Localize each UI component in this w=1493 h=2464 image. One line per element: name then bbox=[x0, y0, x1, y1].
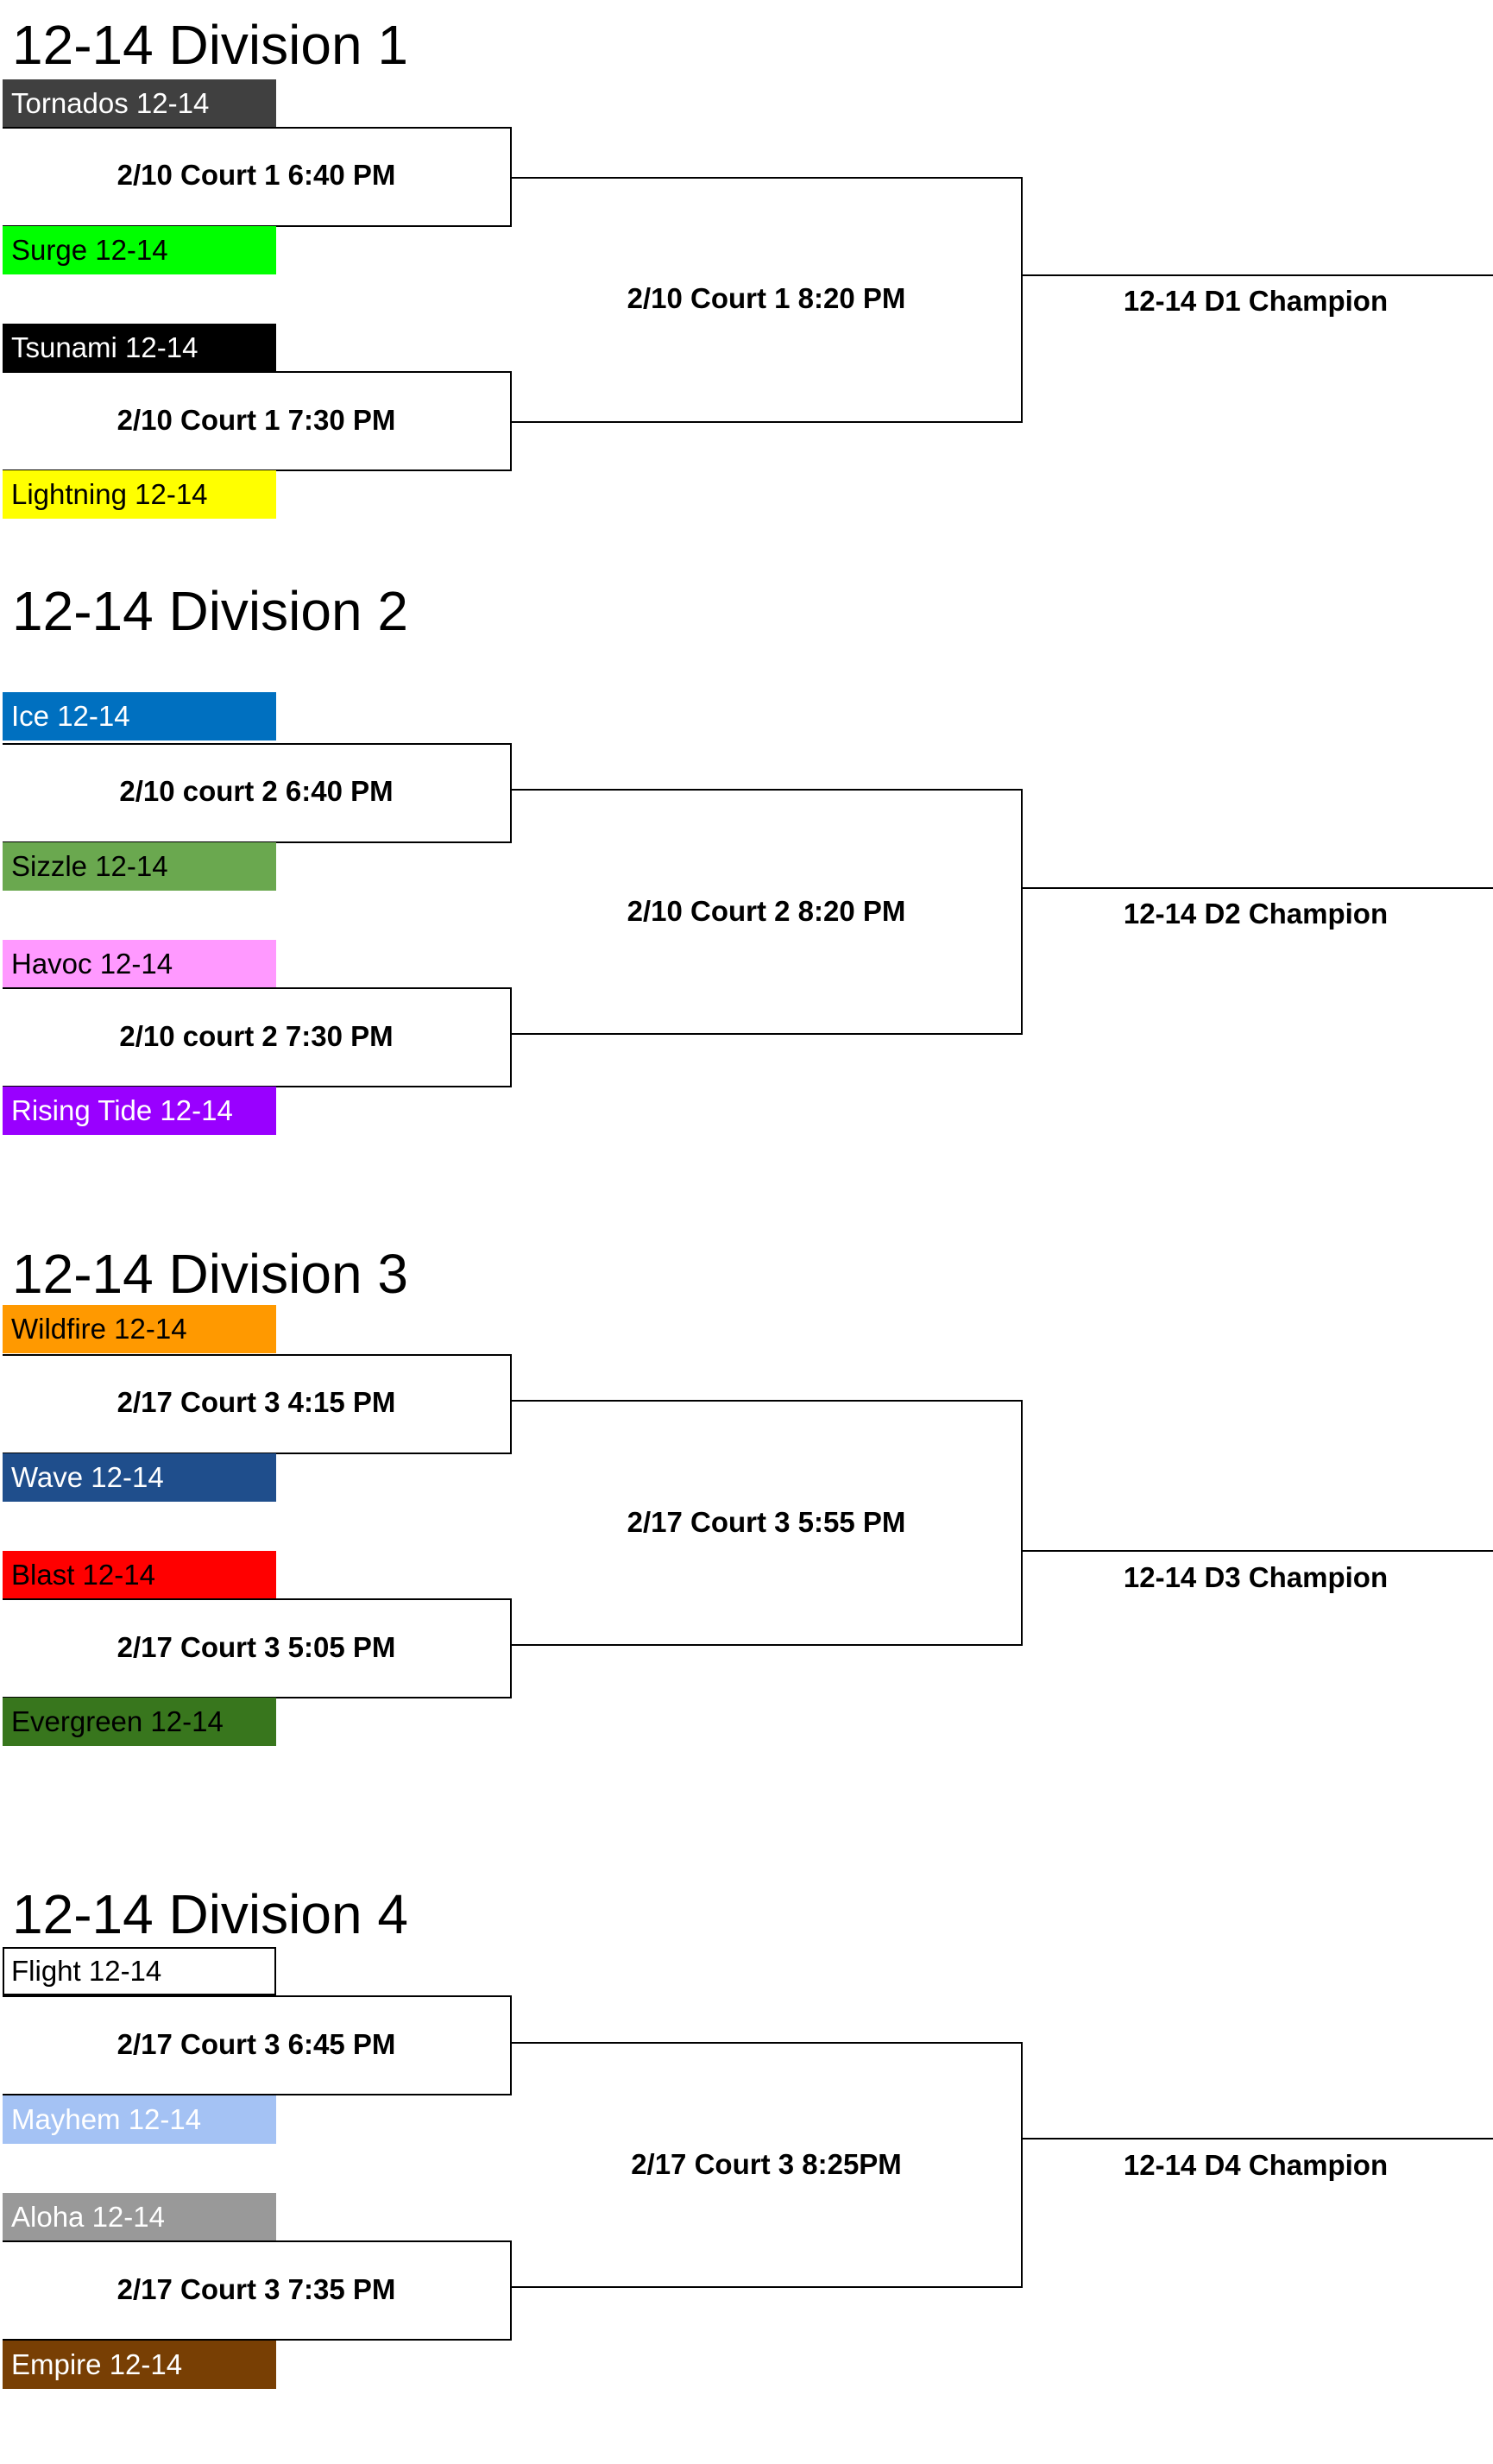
game-1-top-line bbox=[3, 743, 512, 745]
final-bottom-line bbox=[510, 421, 1023, 423]
game-2-label: 2/10 court 2 7:30 PM bbox=[119, 1020, 394, 1052]
game-2-right-line bbox=[510, 371, 512, 469]
final-top-line bbox=[510, 1400, 1023, 1402]
final-game-label: 2/17 Court 3 5:55 PM bbox=[627, 1506, 906, 1538]
final-game-label: 2/10 Court 2 8:20 PM bbox=[627, 895, 906, 927]
game-2-label: 2/10 Court 1 7:30 PM bbox=[117, 404, 396, 436]
team-slot: Wave 12-14 bbox=[3, 1453, 276, 1502]
game-2-bottom-line bbox=[3, 2339, 512, 2341]
division-title: 12-14 Division 3 bbox=[12, 1243, 408, 1305]
game-2-right-line bbox=[510, 1598, 512, 1697]
final-right-line bbox=[1021, 789, 1023, 1035]
team-slot: Mayhem 12-14 bbox=[3, 2095, 276, 2144]
game-1-label: 2/17 Court 3 6:45 PM bbox=[117, 2028, 396, 2060]
team-slot: Empire 12-14 bbox=[3, 2341, 276, 2389]
division-2-bracket: 12-14 Division 2 Ice 12-14 2/10 court 2 … bbox=[0, 577, 1493, 1135]
game-2-right-line bbox=[510, 2240, 512, 2339]
team-slot: Aloha 12-14 bbox=[3, 2193, 276, 2241]
champion-label: 12-14 D3 Champion bbox=[1123, 1561, 1389, 1593]
game-1-right-line bbox=[510, 743, 512, 841]
team-slot: Sizzle 12-14 bbox=[3, 842, 276, 891]
final-bottom-line bbox=[510, 1644, 1023, 1646]
final-top-line bbox=[510, 2042, 1023, 2044]
final-game-label: 2/10 Court 1 8:20 PM bbox=[627, 282, 906, 314]
division-title: 12-14 Division 2 bbox=[12, 580, 408, 642]
team-slot: Tornados 12-14 bbox=[3, 79, 276, 128]
team-slot: Flight 12-14 bbox=[3, 1947, 276, 1995]
game-2-label: 2/17 Court 3 5:05 PM bbox=[117, 1631, 396, 1663]
game-1-label: 2/17 Court 3 4:15 PM bbox=[117, 1386, 396, 1418]
champion-label: 12-14 D1 Champion bbox=[1123, 285, 1389, 317]
champion-line bbox=[1021, 1550, 1493, 1552]
champion-label: 12-14 D2 Champion bbox=[1123, 898, 1389, 930]
final-right-line bbox=[1021, 177, 1023, 423]
champion-line bbox=[1021, 2138, 1493, 2139]
champion-line bbox=[1021, 274, 1493, 276]
champion-line bbox=[1021, 887, 1493, 889]
final-top-line bbox=[510, 789, 1023, 791]
division-3-bracket: 12-14 Division 3 Wildfire 12-14 2/17 Cou… bbox=[0, 1239, 1493, 1792]
team-slot: Lightning 12-14 bbox=[3, 470, 276, 519]
game-1-top-line bbox=[3, 127, 512, 129]
team-slot: Evergreen 12-14 bbox=[3, 1698, 276, 1746]
final-bottom-line bbox=[510, 1033, 1023, 1035]
division-4-bracket: 12-14 Division 4 Flight 12-14 2/17 Court… bbox=[0, 1880, 1493, 2432]
final-right-line bbox=[1021, 1400, 1023, 1646]
final-right-line bbox=[1021, 2042, 1023, 2288]
division-title: 12-14 Division 1 bbox=[12, 14, 408, 76]
team-slot: Rising Tide 12-14 bbox=[3, 1087, 276, 1135]
game-2-top-line bbox=[3, 2240, 512, 2242]
division-title: 12-14 Division 4 bbox=[12, 1883, 408, 1945]
game-2-top-line bbox=[3, 371, 512, 373]
game-1-bottom-line bbox=[3, 2094, 512, 2095]
final-bottom-line bbox=[510, 2286, 1023, 2288]
game-2-top-line bbox=[3, 1598, 512, 1600]
final-game-label: 2/17 Court 3 8:25PM bbox=[631, 2148, 902, 2180]
division-1-bracket: 12-14 Division 1 Tornados 12-14 2/10 Cou… bbox=[0, 10, 1493, 563]
team-slot: Ice 12-14 bbox=[3, 692, 276, 740]
team-slot: Surge 12-14 bbox=[3, 226, 276, 274]
game-2-top-line bbox=[3, 987, 512, 989]
game-1-label: 2/10 court 2 6:40 PM bbox=[119, 775, 394, 807]
game-1-right-line bbox=[510, 1354, 512, 1453]
game-1-label: 2/10 Court 1 6:40 PM bbox=[117, 159, 396, 191]
game-1-top-line bbox=[3, 1354, 512, 1356]
team-slot: Wildfire 12-14 bbox=[3, 1305, 276, 1353]
team-slot: Blast 12-14 bbox=[3, 1551, 276, 1599]
game-1-top-line bbox=[3, 1995, 512, 1997]
game-2-label: 2/17 Court 3 7:35 PM bbox=[117, 2273, 396, 2305]
team-slot: Havoc 12-14 bbox=[3, 940, 276, 988]
team-slot: Tsunami 12-14 bbox=[3, 324, 276, 372]
game-1-right-line bbox=[510, 127, 512, 225]
game-2-right-line bbox=[510, 987, 512, 1086]
game-1-right-line bbox=[510, 1995, 512, 2094]
final-top-line bbox=[510, 177, 1023, 179]
champion-label: 12-14 D4 Champion bbox=[1123, 2149, 1389, 2181]
